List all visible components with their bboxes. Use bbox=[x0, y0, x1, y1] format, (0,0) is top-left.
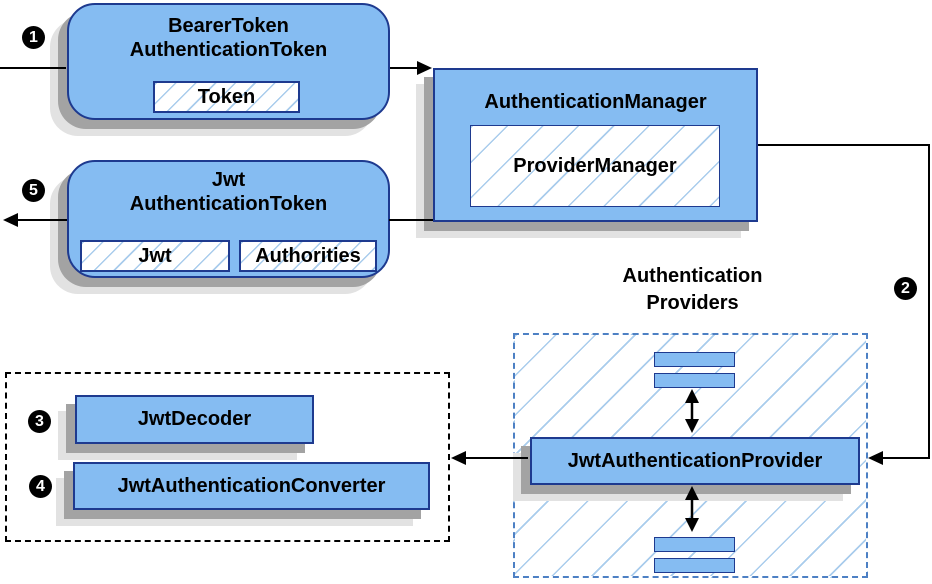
provider-manager-label: ProviderManager bbox=[513, 154, 677, 177]
step-3-badge: 3 bbox=[28, 410, 51, 433]
jwt-authentication-provider-node: JwtAuthenticationProvider bbox=[530, 437, 860, 485]
authorities-chip: Authorities bbox=[239, 240, 377, 272]
jwt-chip-label: Jwt bbox=[138, 244, 172, 267]
provider-placeholder-bar bbox=[654, 537, 735, 552]
bearer-to-manager-arrowhead bbox=[417, 61, 432, 75]
provider-to-components-arrowhead bbox=[451, 451, 466, 465]
jwt-authentication-converter-label: JwtAuthenticationConverter bbox=[117, 474, 386, 497]
authorities-chip-label: Authorities bbox=[255, 244, 361, 267]
provider-manager-node: ProviderManager bbox=[470, 125, 720, 207]
bearer-token-authentication-token-title: BearerToken AuthenticationToken bbox=[129, 15, 328, 61]
provider-placeholder-bar bbox=[654, 558, 735, 573]
step-1-badge: 1 bbox=[22, 26, 45, 49]
jwt-token-outgoing-arrowhead bbox=[3, 213, 18, 227]
jwt-authentication-token-title: Jwt AuthenticationToken bbox=[129, 169, 328, 215]
jwt-authentication-token-node: Jwt AuthenticationToken Jwt Authorities bbox=[67, 160, 390, 278]
jwt-authentication-converter-node: JwtAuthenticationConverter bbox=[73, 462, 430, 510]
token-chip-label: Token bbox=[197, 85, 256, 108]
step-5-badge: 5 bbox=[22, 179, 45, 202]
step-4-badge: 4 bbox=[29, 475, 52, 498]
bearer-token-authentication-token-node: BearerToken AuthenticationToken Token bbox=[67, 3, 390, 120]
authentication-manager-title: AuthenticationManager bbox=[484, 91, 707, 113]
jwt-decoder-label: JwtDecoder bbox=[137, 408, 252, 430]
step-2-badge: 2 bbox=[894, 277, 917, 300]
authentication-manager-node: AuthenticationManager ProviderManager bbox=[433, 68, 758, 222]
provider-placeholder-bar bbox=[654, 373, 735, 388]
jwt-components-group-box: JwtDecoder JwtAuthenticationConverter bbox=[5, 372, 450, 542]
jwt-authentication-provider-label: JwtAuthenticationProvider bbox=[567, 449, 823, 472]
jwt-decoder-node: JwtDecoder bbox=[75, 395, 314, 444]
provider-placeholder-bar bbox=[654, 352, 735, 367]
authentication-providers-label: Authentication Providers bbox=[622, 265, 763, 314]
manager-to-provider-arrowhead bbox=[868, 451, 883, 465]
token-chip: Token bbox=[153, 81, 300, 113]
authentication-providers-area: JwtAuthenticationProvider bbox=[513, 333, 868, 578]
jwt-chip: Jwt bbox=[80, 240, 230, 272]
